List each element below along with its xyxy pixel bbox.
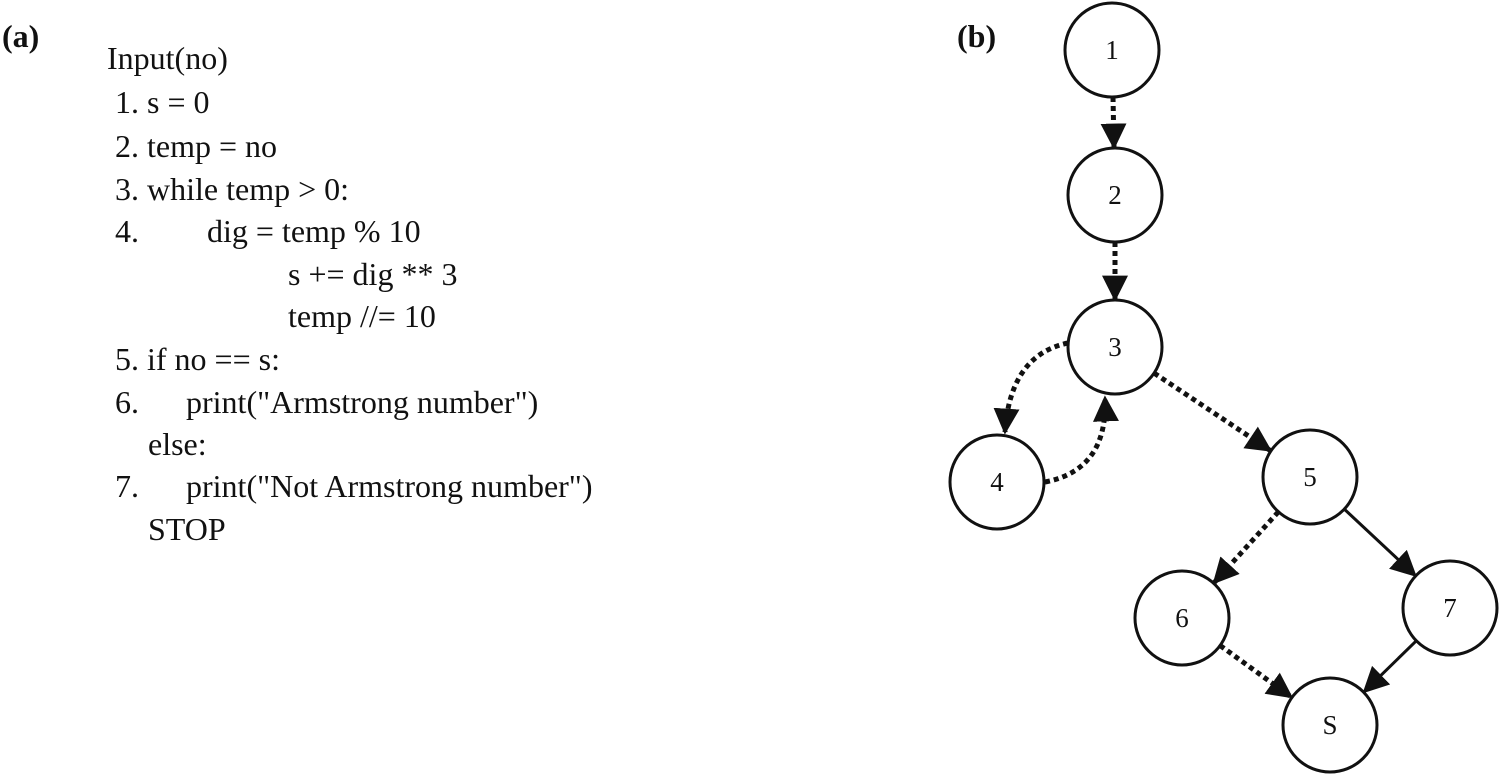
line-number: 3. [115,171,139,207]
code-line-4: 4. [115,215,139,247]
node-circle [1063,1,1161,99]
line-number: 2. [115,128,139,164]
code-text: s = 0 [147,84,210,120]
code-line-4-text: dig = temp % 10 [207,213,421,249]
code-text: temp = no [147,128,278,164]
node-3: 3 [1066,298,1164,396]
edge-7-to-S [1362,639,1418,694]
node-2: 2 [1066,146,1164,244]
code-line-4b: s += dig ** 3 [288,256,458,292]
node-circle [1066,146,1164,244]
code-stop: STOP [148,511,226,547]
code-line-3: 3. while temp > 0: [115,173,349,205]
line-number: 5. [115,341,139,377]
node-S: S [1281,676,1379,774]
edge-5-to-6 [1212,510,1281,585]
edge-3-to-4 [993,340,1069,435]
code-line-4c: temp //= 10 [288,298,436,334]
node-label: 3 [1108,332,1122,362]
node-label: 5 [1303,462,1317,492]
code-line-7: 7. [115,470,139,502]
node-circle [1281,676,1379,774]
node-circle [1401,559,1499,657]
panel-label-b: (b) [957,18,997,54]
node-label: 2 [1108,180,1122,210]
node-4: 4 [948,433,1046,531]
node-7: 7 [1401,559,1499,657]
node-label: 4 [990,467,1004,497]
node-circle [1066,298,1164,396]
node-label: S [1322,710,1337,740]
code-line-2: 2. temp = no [115,130,277,162]
edge-6-to-S [1218,643,1294,699]
node-5: 5 [1261,428,1359,526]
code-line-6: 6. [115,386,139,418]
node-label: 1 [1105,35,1119,65]
edges-layer [993,96,1418,699]
node-circle [1133,569,1231,667]
edge-3-to-5 [1152,371,1273,453]
nodes-layer: 1 2 3 4 5 6 7S [948,1,1499,774]
edge-5-to-7 [1343,508,1417,577]
edge-4-to-3 [1044,395,1119,485]
line-number: 6. [115,384,139,420]
line-number: 4. [115,213,139,249]
node-circle [948,433,1046,531]
code-line-5: 5. if no == s: [115,343,280,375]
code-listing: Input(no) 1. s = 0 2. temp = no 3. while… [0,0,760,600]
code-line-6-text: print("Armstrong number") [186,384,539,420]
code-text: if no == s: [147,341,280,377]
node-label: 7 [1443,593,1457,623]
panel-label-a: (a) [2,18,40,54]
node-1: 1 [1063,1,1161,99]
code-else: else: [148,426,207,462]
code-text: while temp > 0: [147,171,350,207]
node-circle [1261,428,1359,526]
code-line-1: 1. s = 0 [115,86,210,118]
node-label: 6 [1175,603,1189,633]
edge-1-to-2 [1100,96,1127,150]
code-header: Input(no) [107,40,228,76]
line-number: 1. [115,84,139,120]
code-line-7-text: print("Not Armstrong number") [186,468,593,504]
node-6: 6 [1133,569,1231,667]
line-number: 7. [115,468,139,504]
